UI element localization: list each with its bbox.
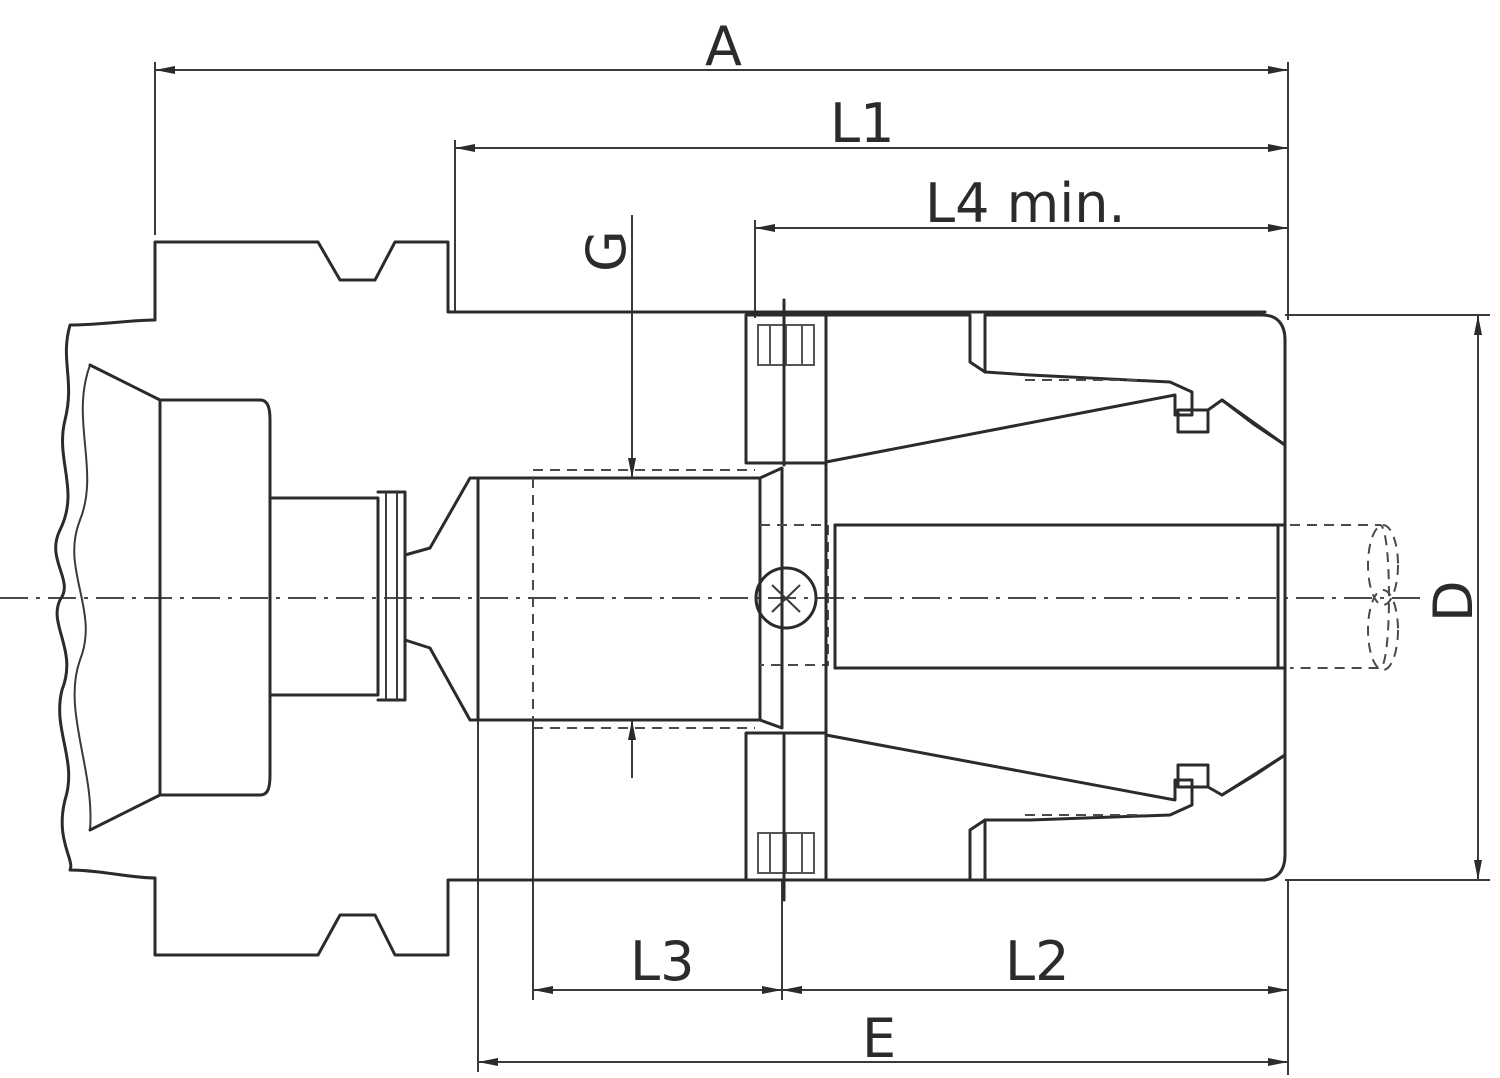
ball-element — [754, 566, 818, 630]
label-g: G — [575, 230, 638, 272]
dimension-lines — [154, 62, 1490, 1075]
label-l3: L3 — [630, 930, 694, 993]
label-l2: L2 — [1005, 930, 1069, 993]
clamping-ring — [744, 298, 829, 902]
holder-body — [54, 240, 1267, 957]
thread-section — [476, 469, 762, 729]
label-a: A — [705, 15, 742, 78]
label-e: E — [862, 1007, 896, 1070]
collet-nose — [824, 313, 1399, 882]
label-l4-min: L4 min. — [925, 172, 1126, 235]
label-l1: L1 — [830, 92, 894, 155]
label-d: D — [1422, 580, 1485, 622]
